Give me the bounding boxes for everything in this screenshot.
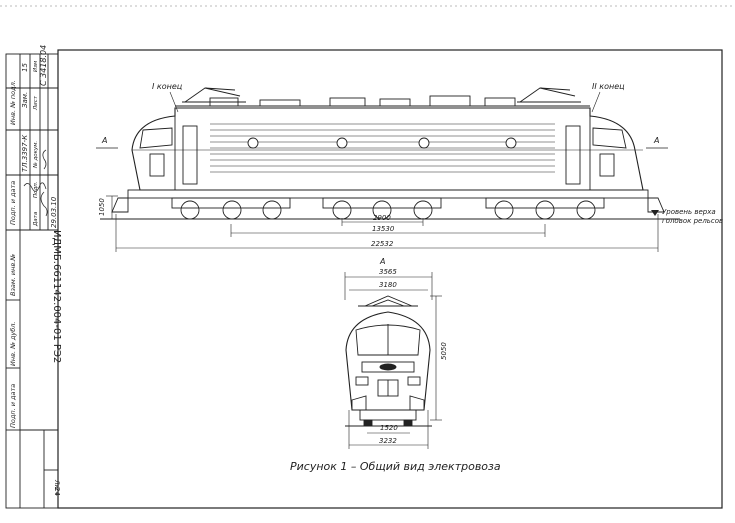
stamp-col-izm: Изм: [33, 61, 39, 72]
end-leader-right: [591, 91, 601, 113]
end-label-right: II конец: [592, 82, 625, 91]
dim-height-side: 1050: [98, 198, 106, 216]
section-a-left: А: [101, 136, 107, 145]
sheet-label: Лист: [53, 479, 60, 496]
bogie-right: [485, 197, 605, 220]
rail-note-line2: головок рельсов: [662, 217, 723, 225]
stamp-change-number: 15: [21, 63, 29, 72]
locomotive-front-view: [345, 295, 432, 427]
rail-note-line1: Уровень верха: [662, 208, 716, 216]
dim-width-bottom: 3232: [379, 437, 397, 445]
dim-width-top: 3565: [379, 268, 397, 276]
left-stamp-column: [5, 53, 59, 509]
dim-width-cab: 3180: [379, 281, 397, 289]
end-leader-left: [169, 91, 179, 113]
dim-height-front: 5050: [440, 342, 448, 360]
locomotive-side-view: [111, 87, 665, 213]
stamp-change-type: Зам.: [21, 92, 29, 108]
dim-bogie-base: 2900: [373, 214, 391, 222]
document-code: ИДМБ.661142.004-01 РЭ2: [51, 230, 62, 363]
stamp-col-podp: Подп.: [33, 181, 39, 198]
stamp-label-inv-podl: Инв. № подл.: [9, 80, 17, 125]
front-dimension-lines: [344, 272, 442, 449]
section-a-right: А: [653, 136, 659, 145]
figure-caption: Рисунок 1 – Общий вид электровоза: [290, 460, 501, 473]
dim-pivot-base: 13530: [372, 225, 395, 233]
stamp-label-podp-data-2: Подп. и дата: [9, 384, 17, 428]
end-label-left: I конец: [152, 82, 183, 91]
stamp-label-podp-data-1: Подп. и дата: [9, 181, 17, 225]
sheet-number: 24: [53, 487, 61, 496]
bogie-middle: [322, 197, 442, 220]
bogie-left: [171, 197, 291, 220]
stamp-inventory-number: С 3418.04: [39, 45, 48, 86]
section-a-front: А: [379, 257, 385, 266]
rail-level-arrow: [651, 210, 659, 216]
signatures: [23, 149, 48, 217]
stamp-col-list: Лист: [33, 95, 39, 111]
dim-overall-length: 22532: [371, 240, 394, 248]
stamp-col-doc: № докум.: [33, 141, 39, 169]
stamp-label-inv-dubl: Инв. № дубл.: [9, 322, 17, 366]
stamp-label-vzam-inv: Взам. инв.№: [9, 254, 17, 296]
dim-gauge: 1520: [380, 424, 398, 432]
side-dimension-lines: [106, 195, 659, 252]
stamp-col-date: Дата: [33, 211, 39, 227]
stamp-change-date: 29.03.10: [50, 196, 58, 228]
stamp-notice-number: ТЛ.3397-К: [21, 134, 29, 172]
